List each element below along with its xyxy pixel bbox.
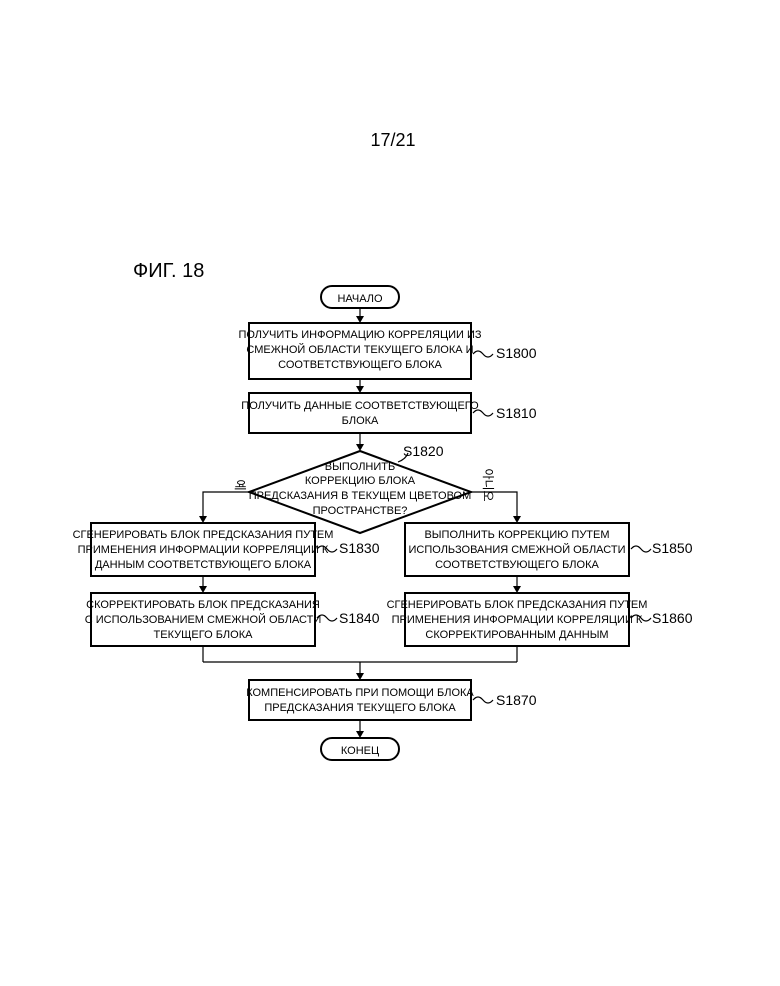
step-s1870-line-1: КОМПЕНСИРОВАТЬ ПРИ ПОМОЩИ БЛОКА xyxy=(246,687,474,699)
arrowhead xyxy=(513,516,521,523)
step-s1850-line-1: ВЫПОЛНИТЬ КОРРЕКЦИЮ ПУТЕМ xyxy=(424,529,609,541)
branch-yes-line xyxy=(203,492,249,518)
step-s1870-leader xyxy=(473,697,493,703)
step-s1800-line-1: ПОЛУЧИТЬ ИНФОРМАЦИЮ КОРРЕЛЯЦИИ ИЗ xyxy=(238,329,481,341)
step-s1830-line-3: ДАННЫМ СООТВЕТСТВУЮЩЕГО БЛОКА xyxy=(95,559,312,571)
step-s1830-line-2: ПРИМЕНЕНИЯ ИНФОРМАЦИИ КОРРЕЛЯЦИИ К xyxy=(78,544,329,556)
arrowhead xyxy=(199,516,207,523)
page-number: 17/21 xyxy=(370,130,415,150)
step-s1800-label: S1800 xyxy=(496,345,537,361)
step-s1870-label: S1870 xyxy=(496,692,537,708)
decision-s1820-label: S1820 xyxy=(403,443,444,459)
step-s1850-line-3: СООТВЕТСТВУЮЩЕГО БЛОКА xyxy=(435,559,599,571)
branch-yes-label: 예 xyxy=(233,479,247,490)
arrowhead xyxy=(513,586,521,593)
start-label: НАЧАЛО xyxy=(337,293,383,305)
end-label: КОНЕЦ xyxy=(341,745,379,757)
step-s1810-line-2: БЛОКА xyxy=(342,415,379,427)
step-s1850-line-2: ИСПОЛЬЗОВАНИЯ СМЕЖНОЙ ОБЛАСТИ xyxy=(409,543,626,556)
step-s1870-line-2: ПРЕДСКАЗАНИЯ ТЕКУЩЕГО БЛОКА xyxy=(264,702,456,714)
step-s1860-line-1: СГЕНЕРИРОВАТЬ БЛОК ПРЕДСКАЗАНИЯ ПУТЕМ xyxy=(387,599,648,611)
step-s1840-line-1: СКОРРЕКТИРОВАТЬ БЛОК ПРЕДСКАЗАНИЯ xyxy=(86,599,320,611)
step-s1850-label: S1850 xyxy=(652,540,693,556)
step-s1830-label: S1830 xyxy=(339,540,380,556)
step-s1800-line-3: СООТВЕТСТВУЮЩЕГО БЛОКА xyxy=(278,359,442,371)
step-s1860-line-2: ПРИМЕНЕНИЯ ИНФОРМАЦИИ КОРРЕЛЯЦИИ К xyxy=(392,614,643,626)
step-s1870-box xyxy=(249,680,471,720)
decision-s1820-line-4: ПРОСТРАНСТВЕ? xyxy=(313,505,408,517)
step-s1810-leader xyxy=(473,410,493,416)
decision-s1820-line-2: КОРРЕКЦИЮ БЛОКА xyxy=(305,475,416,487)
step-s1800-leader xyxy=(473,351,493,357)
arrowhead xyxy=(199,586,207,593)
decision-s1820-line-3: ПРЕДСКАЗАНИЯ В ТЕКУЩЕМ ЦВЕТОВОМ xyxy=(249,490,472,502)
decision-s1820-line-1: ВЫПОЛНИТЬ xyxy=(325,461,395,473)
branch-no-label: 아니오 xyxy=(481,468,495,501)
step-s1830-line-1: СГЕНЕРИРОВАТЬ БЛОК ПРЕДСКАЗАНИЯ ПУТЕМ xyxy=(73,529,334,541)
step-s1850-leader xyxy=(631,546,651,552)
arrowhead xyxy=(356,386,364,393)
step-s1840-line-3: ТЕКУЩЕГО БЛОКА xyxy=(154,629,254,641)
step-s1810-box xyxy=(249,393,471,433)
step-s1810-label: S1810 xyxy=(496,405,537,421)
figure-label: ФИГ. 18 xyxy=(133,260,204,282)
arrowhead xyxy=(356,673,364,680)
step-s1840-line-2: С ИСПОЛЬЗОВАНИЕМ СМЕЖНОЙ ОБЛАСТИ xyxy=(85,613,322,626)
step-s1840-label: S1840 xyxy=(339,610,380,626)
step-s1860-line-3: СКОРРЕКТИРОВАННЫМ ДАННЫМ xyxy=(425,629,608,641)
step-s1800-line-2: СМЕЖНОЙ ОБЛАСТИ ТЕКУЩЕГО БЛОКА И xyxy=(246,343,473,356)
step-s1860-label: S1860 xyxy=(652,610,693,626)
arrowhead xyxy=(356,316,364,323)
step-s1810-line-1: ПОЛУЧИТЬ ДАННЫЕ СООТВЕТСТВУЮЩЕГО xyxy=(241,400,479,412)
arrowhead xyxy=(356,731,364,738)
